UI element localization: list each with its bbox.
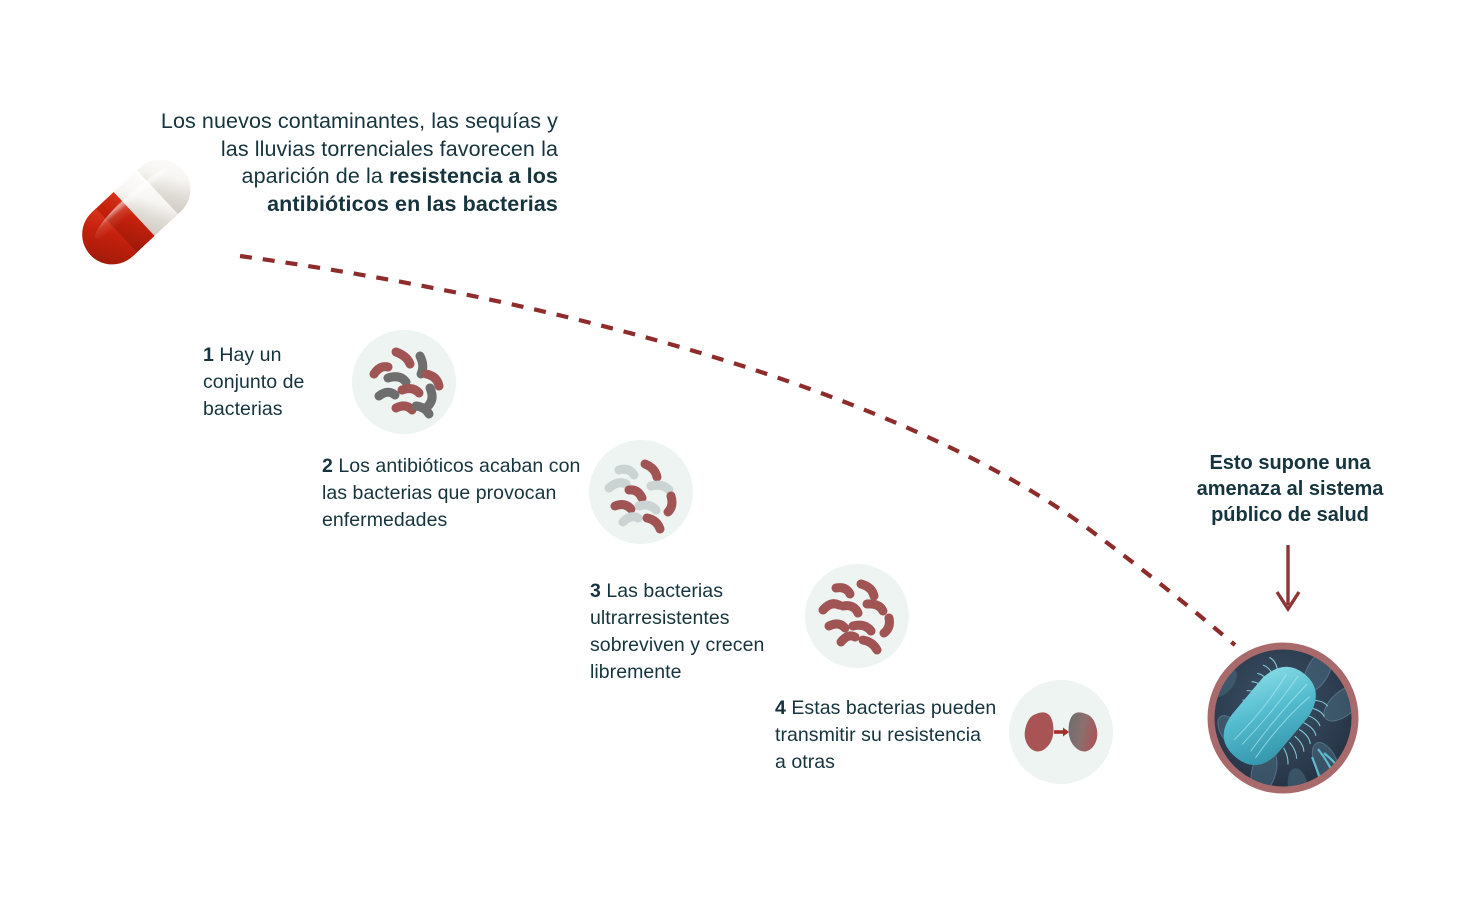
bacteria-cluster-resistant-icon [805, 564, 909, 668]
headline-line-3-bold: resistencia a los [388, 164, 558, 188]
step-3-number: 3 [590, 580, 601, 602]
outcome-line-3: público de salud [1211, 504, 1369, 526]
bacteria-microscopy-photo [1202, 637, 1364, 799]
outcome-line-2: amenaza al sistema [1196, 478, 1384, 500]
bacteria-gene-transfer-icon [1009, 680, 1113, 784]
step-4-text: 4 Estas bacterias pueden transmitir su r… [775, 695, 997, 776]
bacteria-cluster-mixed-icon [352, 330, 456, 434]
bacteria-cluster-dying-icon [589, 440, 693, 544]
outcome-statement: Esto supone una amenaza al sistema públi… [1190, 450, 1390, 528]
headline-line-1: Los nuevos contaminantes, las sequías y [160, 109, 558, 133]
step-3-label: Las bacterias ultrarresistentes sobreviv… [590, 580, 765, 683]
antibiotic-capsule-icon [76, 152, 246, 317]
step-2-number: 2 [322, 455, 333, 477]
step-4-label: Estas bacterias pueden transmitir su res… [775, 697, 997, 773]
step-1-number: 1 [203, 344, 214, 366]
step-2-text: 2 Los antibióticos acaban con las bacter… [322, 453, 584, 534]
step-1-text: 1 Hay un conjunto de bacterias [203, 342, 353, 423]
headline-line-3-normal: aparición de la [241, 164, 389, 188]
outcome-line-1: Esto supone una [1209, 452, 1371, 474]
step-3-text: 3 Las bacterias ultrarresistentes sobrev… [590, 578, 802, 686]
headline-line-2: las lluvias torrenciales favorecen la [220, 136, 558, 161]
page-title: Los nuevos contaminantes, las sequías y … [148, 108, 558, 218]
step-1-label: Hay un conjunto de bacterias [203, 344, 305, 420]
headline-line-4-bold: antibióticos en las bacterias [267, 191, 558, 216]
arrow-down-icon [1272, 545, 1304, 615]
step-2-label: Los antibióticos acaban con las bacteria… [322, 455, 581, 531]
step-4-number: 4 [775, 697, 786, 719]
